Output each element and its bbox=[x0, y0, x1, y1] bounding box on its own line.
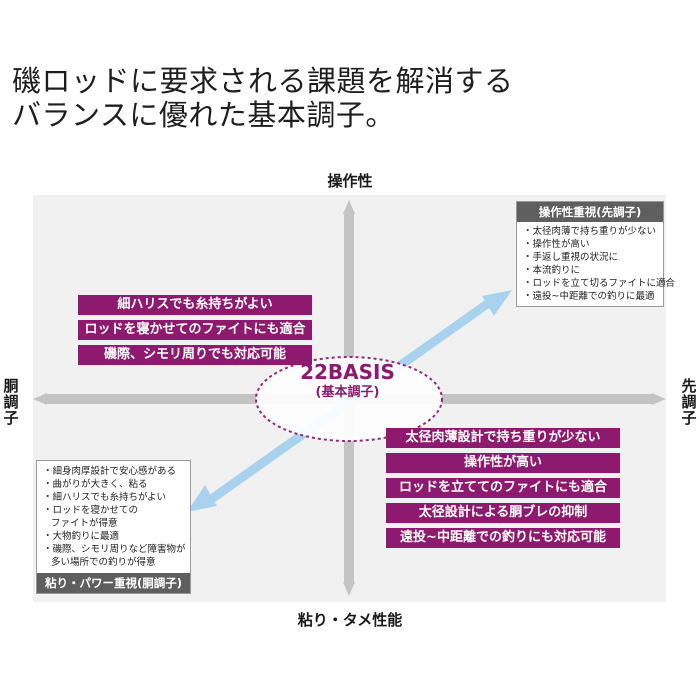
info-box-tip-action: 操作性重視(先調子) ・太径肉薄で持ち重りが少ない ・操作性が高い ・手返し重視… bbox=[516, 201, 676, 307]
horizontal-axis-arrow-right bbox=[652, 393, 666, 405]
axis-label-left: 胴 調 子 bbox=[3, 378, 19, 426]
list-item: ・曲がりが大きく、粘る bbox=[43, 479, 148, 490]
info-box-body-action: ・細身肉厚設計で安心感がある ・曲がりが大きく、粘る ・細ハリスでも糸持ちがよい… bbox=[36, 460, 191, 594]
center-title: 22BASIS bbox=[300, 360, 395, 384]
vertical-axis-arrow bbox=[343, 200, 355, 214]
tag-upper-left-1: 細ハリスでも糸持ちがよい bbox=[78, 295, 312, 315]
tag-lower-right-5: 遠投~中距離での釣りにも対応可能 bbox=[386, 528, 620, 548]
tag-lower-right-3: ロッドを立ててのファイトにも適合 bbox=[386, 478, 620, 498]
axis-label-top: 操作性 bbox=[327, 172, 373, 190]
page-title: 磯ロッドに要求される課題を解消する バランスに優れた基本調子。 bbox=[12, 64, 514, 132]
axis-label-right: 先 調 子 bbox=[681, 378, 697, 426]
list-item: ・遠投~中距離での釣りに最適 bbox=[523, 291, 655, 302]
list-item-text: ・ロッドを寝かせての bbox=[43, 505, 139, 516]
title-line-1: 磯ロッドに要求される課題を解消する bbox=[12, 64, 514, 98]
list-item: ・磯際、シモリ周りなど障害物が 多い場所での釣りが得意 bbox=[43, 543, 186, 569]
tag-lower-right-2: 操作性が高い bbox=[386, 453, 620, 473]
list-item-continuation: ファイトが得意 bbox=[51, 518, 118, 529]
tag-lower-right-1: 太径肉薄設計で持ち重りが少ない bbox=[386, 428, 620, 448]
horizontal-axis-arrow-left bbox=[33, 393, 47, 405]
axis-char: 先 bbox=[681, 377, 697, 395]
axis-char: 胴 bbox=[3, 377, 19, 395]
info-box-list: ・細身肉厚設計で安心感がある ・曲がりが大きく、粘る ・細ハリスでも糸持ちがよい… bbox=[37, 461, 190, 573]
info-box-header: 操作性重視(先調子) bbox=[517, 202, 663, 222]
list-item: ・ロッドを寝かせての ファイトが得意 bbox=[43, 504, 186, 530]
axis-char: 調 bbox=[681, 393, 697, 411]
axis-char: 調 bbox=[3, 393, 19, 411]
list-item: ・ロッドを立て切るファイトに適合 bbox=[523, 278, 676, 289]
axis-char: 子 bbox=[681, 409, 697, 427]
list-item: ・本流釣りに bbox=[523, 265, 581, 276]
tag-upper-left-3: 磯際、シモリ周りでも対応可能 bbox=[78, 345, 312, 365]
list-item-continuation: 多い場所での釣りが得意 bbox=[51, 557, 156, 568]
list-item: ・細身肉厚設計で安心感がある bbox=[43, 466, 177, 477]
info-box-list: ・太径肉薄で持ち重りが少ない ・操作性が高い ・手返し重視の状況に ・本流釣りに… bbox=[517, 222, 676, 306]
axis-label-bottom: 粘り・タメ性能 bbox=[297, 611, 403, 629]
list-item: ・細ハリスでも糸持ちがよい bbox=[43, 492, 167, 503]
list-item-text: ・磯際、シモリ周りなど障害物が bbox=[43, 544, 186, 555]
list-item: ・操作性が高い bbox=[523, 239, 590, 250]
center-ellipse bbox=[255, 356, 443, 442]
tag-upper-left-2: ロッドを寝かせてのファイトにも適合 bbox=[78, 320, 312, 340]
list-item: ・手返し重視の状況に bbox=[523, 252, 619, 263]
list-item: ・大物釣りに最適 bbox=[43, 531, 120, 542]
center-subtitle: (基本調子) bbox=[315, 385, 380, 400]
axis-char: 子 bbox=[3, 409, 19, 427]
tag-lower-right-4: 太径設計による胴ブレの抑制 bbox=[386, 503, 620, 523]
center-label: 22BASIS (基本調子) bbox=[255, 360, 440, 401]
list-item: ・太径肉薄で持ち重りが少ない bbox=[523, 226, 657, 237]
info-box-header: 粘り・パワー重視(胴調子) bbox=[37, 573, 190, 593]
title-line-2: バランスに優れた基本調子。 bbox=[12, 98, 395, 132]
vertical-axis-arrow-bottom bbox=[343, 582, 355, 596]
